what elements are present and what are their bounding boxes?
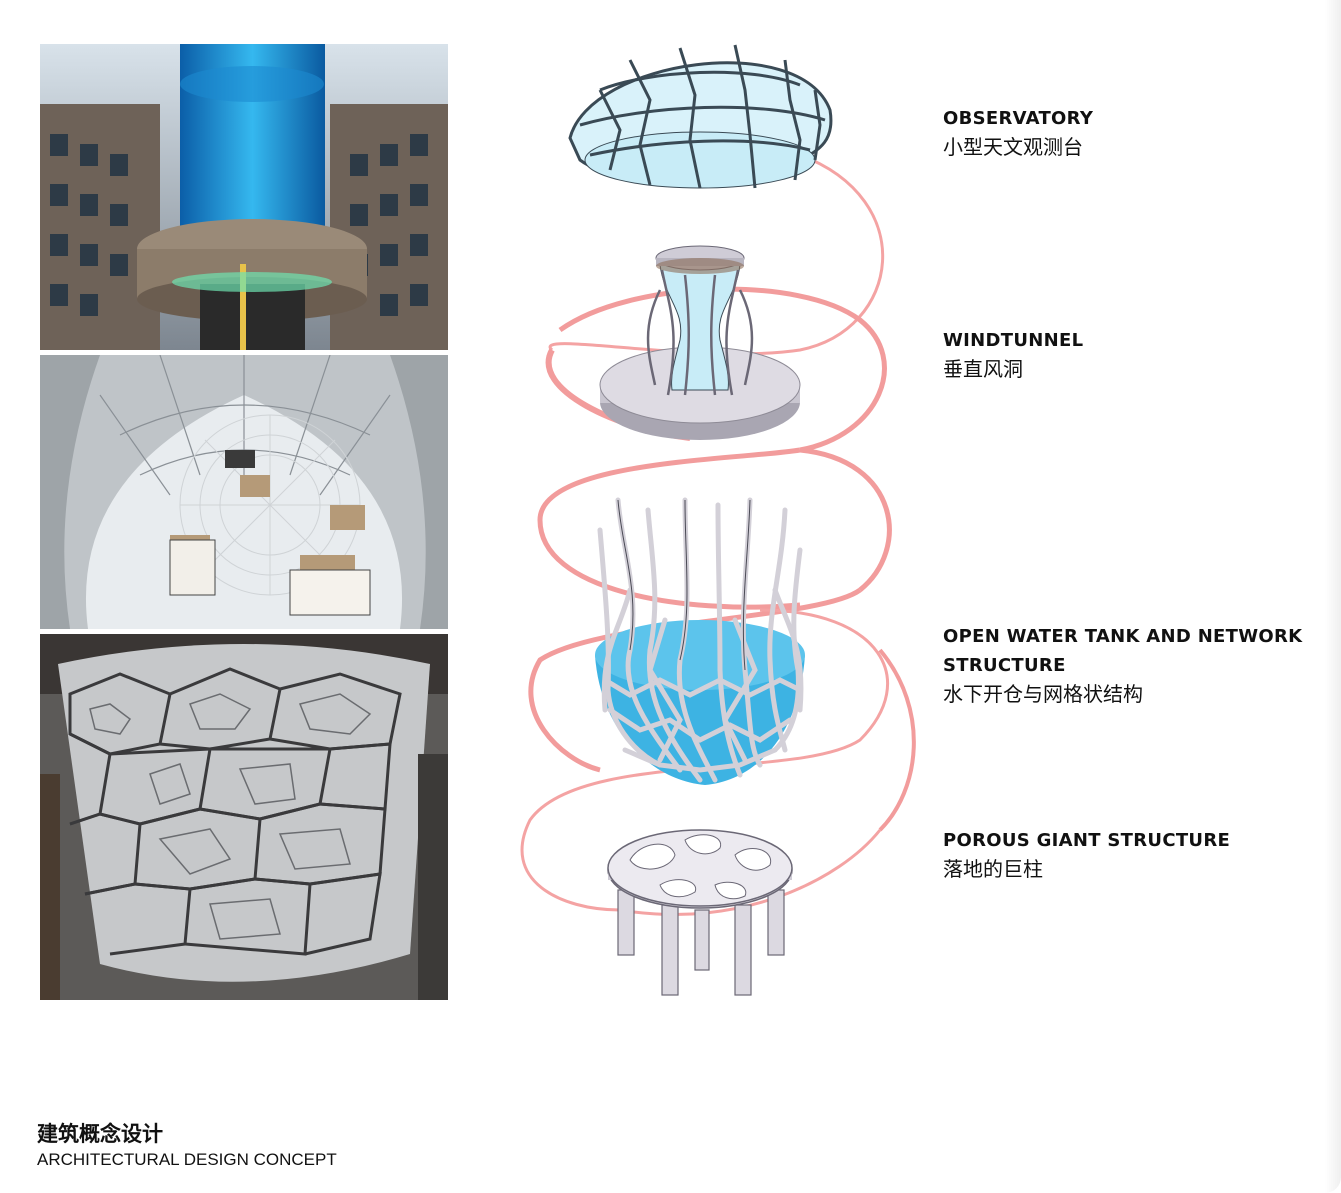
label-observatory-zh: 小型天文观测台 [943, 135, 1083, 159]
label-porous-structure: POROUS GIANT STRUCTURE 落地的巨柱 [943, 826, 1230, 883]
voronoi-lattice-facade-photo [40, 634, 448, 1000]
label-windtunnel-zh: 垂直风洞 [943, 357, 1023, 381]
label-water-tank-zh: 水下开仓与网格状结构 [943, 682, 1143, 706]
page-edge-shadow [1325, 0, 1341, 1193]
label-observatory: OBSERVATORY 小型天文观测台 [943, 104, 1093, 161]
label-windtunnel: WINDTUNNEL 垂直风洞 [943, 326, 1083, 383]
label-water-tank: OPEN WATER TANK AND NETWORK STRUCTURE 水下… [943, 622, 1323, 708]
footer-title-zh: 建筑概念设计 [37, 1122, 163, 1146]
page-footer: 建筑概念设计 ARCHITECTURAL DESIGN CONCEPT [37, 1120, 337, 1172]
windtunnel-structure [599, 245, 801, 440]
aquarium-atrium-photo [40, 44, 448, 350]
porous-giant-structure [607, 829, 793, 996]
footer-title-en: ARCHITECTURAL DESIGN CONCEPT [37, 1150, 337, 1169]
observatory-dome [568, 44, 833, 189]
label-observatory-en: OBSERVATORY [943, 108, 1094, 129]
label-porous-structure-zh: 落地的巨柱 [943, 857, 1043, 881]
label-windtunnel-en: WINDTUNNEL [943, 330, 1084, 351]
label-water-tank-en: OPEN WATER TANK AND NETWORK STRUCTURE [943, 626, 1303, 676]
water-tank-network [595, 497, 805, 785]
suspended-sculpture-rotunda-photo [40, 355, 448, 629]
label-porous-structure-en: POROUS GIANT STRUCTURE [943, 830, 1231, 851]
exploded-axonometric-diagram [520, 44, 916, 996]
